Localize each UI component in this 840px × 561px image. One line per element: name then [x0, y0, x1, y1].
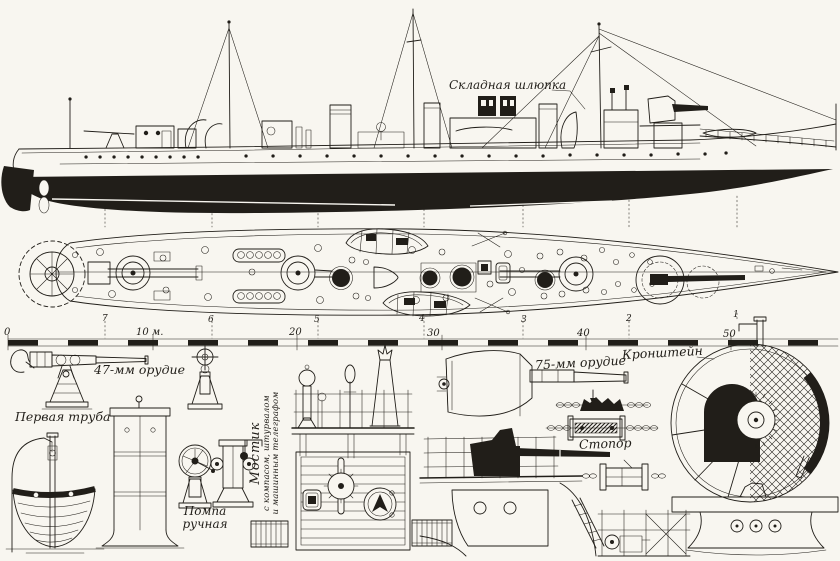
stern-turntable [18, 240, 86, 308]
bridge-ladders [250, 519, 453, 548]
detail-chain-stoppers [545, 397, 659, 441]
scale-tick-10m: 10 м. [136, 327, 164, 338]
station-7: 7 [102, 314, 108, 324]
detail-hand-pumps [178, 439, 256, 509]
folding-boat-pointer [551, 89, 586, 110]
bow-gun-plan [635, 255, 803, 305]
hand-pump-label-line2: ручная [182, 516, 228, 531]
station-1: 1 [733, 310, 739, 320]
detail-bracket-circle [670, 316, 830, 503]
funnel-3-side [538, 103, 558, 149]
deck-vents [72, 244, 655, 304]
plan-boat-1 [345, 228, 429, 255]
scale-tick-30: 30 [427, 328, 440, 339]
plan-boat-2 [382, 291, 471, 317]
plan-view [18, 228, 839, 317]
hand-pump-label: Помпа ручная [172, 505, 238, 530]
detail-bow-platform [419, 428, 610, 557]
first-funnel-label: Первая труба [15, 409, 111, 424]
aft-torpedo-tube [107, 255, 203, 291]
detail-bridge-side [291, 344, 415, 459]
stopper-label: Стопор [578, 435, 632, 452]
scale-tick-50: 50 [723, 329, 736, 340]
station-3: 3 [521, 315, 527, 325]
station-6: 6 [208, 315, 214, 325]
bridge-label: Мостик с компасом, штурвалом и машинным … [248, 386, 295, 520]
portholes [84, 151, 728, 159]
detail-first-funnel [95, 395, 185, 549]
hole-plates [232, 248, 286, 304]
folded-boat-stowed [560, 111, 578, 149]
davit-spars [471, 230, 511, 315]
scale-tick-40: 40 [577, 328, 590, 339]
detail-bridge-plan [240, 439, 453, 551]
d-platform [373, 266, 399, 289]
station-2: 2 [626, 314, 632, 324]
gun-47mm-label: 47-мм орудие [94, 362, 185, 377]
station-5: 5 [314, 315, 320, 325]
detail-47mm-gun-side [10, 349, 149, 410]
funnel-1-side [329, 104, 352, 149]
detail-bracket-pedestal [671, 482, 839, 556]
platform-ladder [571, 497, 605, 549]
detail-47mm-gun-front [187, 345, 223, 410]
scale-ruler [7, 334, 839, 351]
detail-winch [582, 459, 666, 491]
scale-tick-0: 0 [4, 327, 11, 338]
funnel-2-side [423, 102, 441, 149]
bracket-top-post [738, 316, 767, 347]
bow-gun-side [639, 95, 708, 149]
deck-boat [702, 128, 757, 138]
masts-and-rigging [68, 8, 837, 149]
detail-railing-section [597, 509, 691, 557]
detail-boat-section [5, 432, 105, 554]
bridge-label-line1: Мостик [248, 421, 263, 485]
bridge-label-line3: и машинным телеграфом [270, 391, 281, 515]
folding-boat-label: Складная шлюпка [449, 78, 567, 92]
station-lines [104, 195, 738, 339]
scale-tick-20: 20 [289, 327, 302, 338]
hand-pump-label-line1: Помпа [183, 504, 227, 518]
side-elevation-view [1, 8, 837, 214]
small-bracket-fitting [240, 439, 263, 460]
station-4: 4 [419, 314, 425, 324]
hull-side [1, 103, 837, 214]
midship-torpedo-mount [280, 255, 333, 291]
superstructure [83, 85, 837, 149]
